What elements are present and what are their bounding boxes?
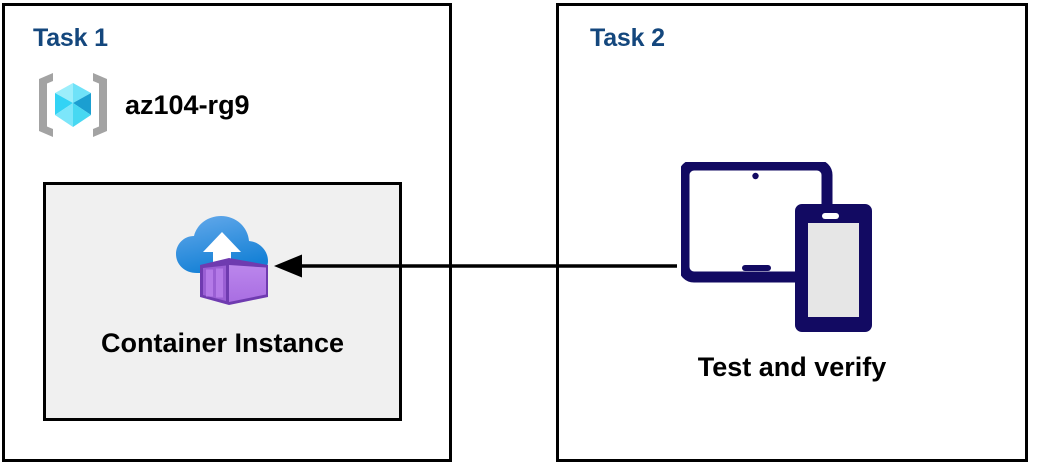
panel-task-2: Task 2 — [556, 3, 1028, 462]
resource-group-row: az104-rg9 — [35, 69, 250, 141]
panel-title-task-2: Task 2 — [590, 24, 665, 52]
container-instance-box: Container Instance — [43, 182, 402, 421]
resource-group-label: az104-rg9 — [125, 89, 250, 120]
azure-resource-group-icon — [39, 73, 107, 137]
tablet-and-phone-devices-icon — [681, 162, 872, 332]
container-instance-label: Container Instance — [100, 328, 345, 358]
panel-title-task-1: Task 1 — [33, 24, 108, 52]
flow-arrow-icon — [274, 254, 677, 278]
panel-task-1: Task 1 az104-rg9 — [2, 3, 452, 462]
test-and-verify-label: Test and verify — [697, 352, 887, 382]
azure-container-instance-icon — [175, 216, 268, 305]
